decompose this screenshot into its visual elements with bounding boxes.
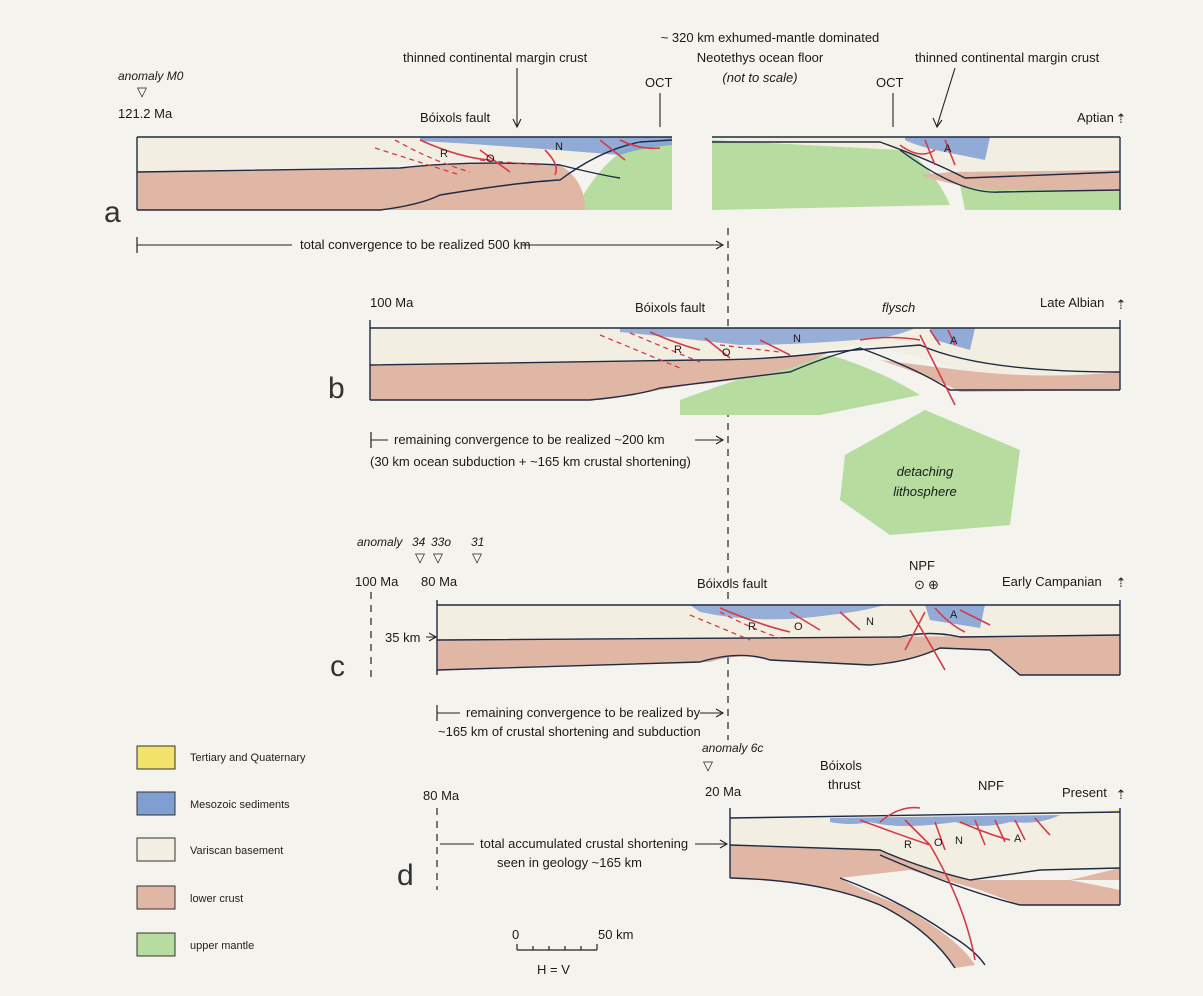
north-arrow-icon: ⇡ <box>1116 297 1127 312</box>
panel-b-detaching-line2: lithosphere <box>893 484 957 499</box>
panel-a-unit-n: N <box>555 141 563 153</box>
anomaly-triangle-icon: ▽ <box>137 84 147 99</box>
panel-b-letter: b <box>328 372 345 405</box>
panel-c-age-100: 100 Ma <box>355 574 399 589</box>
scale-bar-line <box>517 944 597 950</box>
panel-a-convergence: total convergence to be realized 500 km <box>300 237 531 252</box>
panel-c-depth: 35 km <box>385 630 420 645</box>
thinned-crust-right-label: thinned continental margin crust <box>915 50 1100 65</box>
panel-b-unit-r: R <box>674 344 682 356</box>
legend-swatch-upper-mantle <box>137 933 175 956</box>
panel-a-unit-o: O <box>486 153 495 165</box>
anomaly-triangle-icon: ▽ <box>703 758 713 773</box>
panel-d-shortening-line2: seen in geology ~165 km <box>497 855 642 870</box>
panel-d-thrust-line1: Bóixols <box>820 758 862 773</box>
panel-b: 100 Ma Bóixols fault flysch R O N A Late… <box>328 295 1126 535</box>
scale-bar: 0 50 km H = V <box>512 927 633 977</box>
north-arrow-icon: ⇡ <box>1116 787 1127 802</box>
legend-swatch-basement <box>137 838 175 861</box>
panel-c-letter: c <box>330 650 345 683</box>
panel-a-unit-a: A <box>944 143 952 155</box>
anomaly-triangle-icon: ▽ <box>472 550 482 565</box>
legend-swatch-lower-crust <box>137 886 175 909</box>
oct-left-label: OCT <box>645 75 673 90</box>
legend-label-upper-mantle: upper mantle <box>190 940 254 952</box>
panel-b-convergence-line1: remaining convergence to be realized ~20… <box>394 432 665 447</box>
north-arrow-icon: ⇡ <box>1116 111 1127 126</box>
panel-b-convergence-line2: (30 km ocean subduction + ~165 km crusta… <box>370 454 691 469</box>
panel-a: anomaly M0 ▽ 121.2 Ma Bóixols fault R O … <box>104 69 1126 253</box>
panel-a-age: 121.2 Ma <box>118 106 173 121</box>
anomaly-triangle-icon: ▽ <box>433 550 443 565</box>
panel-c-anomaly-34: 34 <box>412 535 426 549</box>
panel-d-stage: Present <box>1062 785 1107 800</box>
thinned-crust-left-arrow <box>513 68 521 127</box>
panel-d: 80 Ma anomaly 6c ▽ 20 Ma Bóixols thrust … <box>397 741 1126 968</box>
into-page-icon: ⊕ <box>928 577 939 592</box>
panel-d-npf: NPF <box>978 778 1004 793</box>
panel-b-flysch: flysch <box>882 300 915 315</box>
panel-d-anomaly-label: anomaly 6c <box>702 741 763 755</box>
panel-c-convergence-line2: ~165 km of crustal shortening and subduc… <box>438 724 701 739</box>
legend-label-basement: Variscan basement <box>190 845 283 857</box>
panel-d-thrust-line2: thrust <box>828 777 861 792</box>
panel-c-age-80: 80 Ma <box>421 574 458 589</box>
north-arrow-icon: ⇡ <box>1116 575 1127 590</box>
oct-right-label: OCT <box>876 75 904 90</box>
panel-a-fault-label: Bóixols fault <box>420 110 490 125</box>
panel-c-fault-label: Bóixols fault <box>697 576 767 591</box>
panel-a-letter: a <box>104 196 121 229</box>
panel-a-stage: Aptian <box>1077 110 1114 125</box>
panel-c-depth-arrow <box>426 633 436 641</box>
panel-c-unit-o: O <box>794 621 803 633</box>
panel-c-unit-r: R <box>748 621 756 633</box>
legend-label-tertiary: Tertiary and Quaternary <box>190 752 306 764</box>
anomaly-triangle-icon: ▽ <box>415 550 425 565</box>
scale-bar-max: 50 km <box>598 927 633 942</box>
panel-d-age-20: 20 Ma <box>705 784 742 799</box>
legend-swatch-mesozoic <box>137 792 175 815</box>
panel-c-unit-n: N <box>866 616 874 628</box>
top-labels: thinned continental margin crust ~ 320 k… <box>403 30 1100 127</box>
scale-bar-ratio: H = V <box>537 962 570 977</box>
panel-a-anomaly-label: anomaly M0 <box>118 69 184 83</box>
panel-d-unit-a: A <box>1014 833 1022 845</box>
panel-b-detaching-line1: detaching <box>897 464 954 479</box>
panel-b-unit-a: A <box>950 335 958 347</box>
panel-b-fault-label: Bóixols fault <box>635 300 705 315</box>
exhumed-mantle-line1: ~ 320 km exhumed-mantle dominated <box>661 30 880 45</box>
panel-d-age-80: 80 Ma <box>423 788 460 803</box>
scale-bar-zero: 0 <box>512 927 519 942</box>
legend-swatch-tertiary <box>137 746 175 769</box>
panel-c-anomaly-31: 31 <box>471 535 484 549</box>
exhumed-mantle-line3: (not to scale) <box>722 70 797 85</box>
panel-c-anomaly-label: anomaly <box>357 535 403 549</box>
panel-b-unit-n: N <box>793 333 801 345</box>
panel-a-unit-r: R <box>440 148 448 160</box>
panel-c-convergence-line1: remaining convergence to be realized by <box>466 705 701 720</box>
panel-d-letter: d <box>397 859 414 892</box>
legend-label-mesozoic: Mesozoic sediments <box>190 799 290 811</box>
exhumed-mantle-line2: Neotethys ocean floor <box>697 50 824 65</box>
panel-c-npf: NPF <box>909 558 935 573</box>
panel-b-unit-o: O <box>722 347 731 359</box>
panel-c-lower-crust <box>437 635 1120 675</box>
panel-d-unit-r: R <box>904 839 912 851</box>
legend: Tertiary and Quaternary Mesozoic sedimen… <box>137 746 306 956</box>
panel-c-anomaly-33o: 33o <box>431 535 451 549</box>
legend-label-lower-crust: lower crust <box>190 893 243 905</box>
panel-c-unit-a: A <box>950 609 958 621</box>
panel-b-age: 100 Ma <box>370 295 414 310</box>
thinned-crust-left-label: thinned continental margin crust <box>403 50 588 65</box>
panel-b-stage: Late Albian <box>1040 295 1104 310</box>
panel-d-unit-o: O <box>934 837 943 849</box>
panel-d-unit-n: N <box>955 835 963 847</box>
panel-d-shortening-line1: total accumulated crustal shortening <box>480 836 688 851</box>
panel-c-stage: Early Campanian <box>1002 574 1102 589</box>
panel-c: anomaly 34 33o 31 ▽ ▽ ▽ 100 Ma 80 Ma 35 … <box>330 535 1126 739</box>
out-of-page-icon: ⊙ <box>914 577 925 592</box>
thinned-crust-right-arrow <box>933 68 955 127</box>
